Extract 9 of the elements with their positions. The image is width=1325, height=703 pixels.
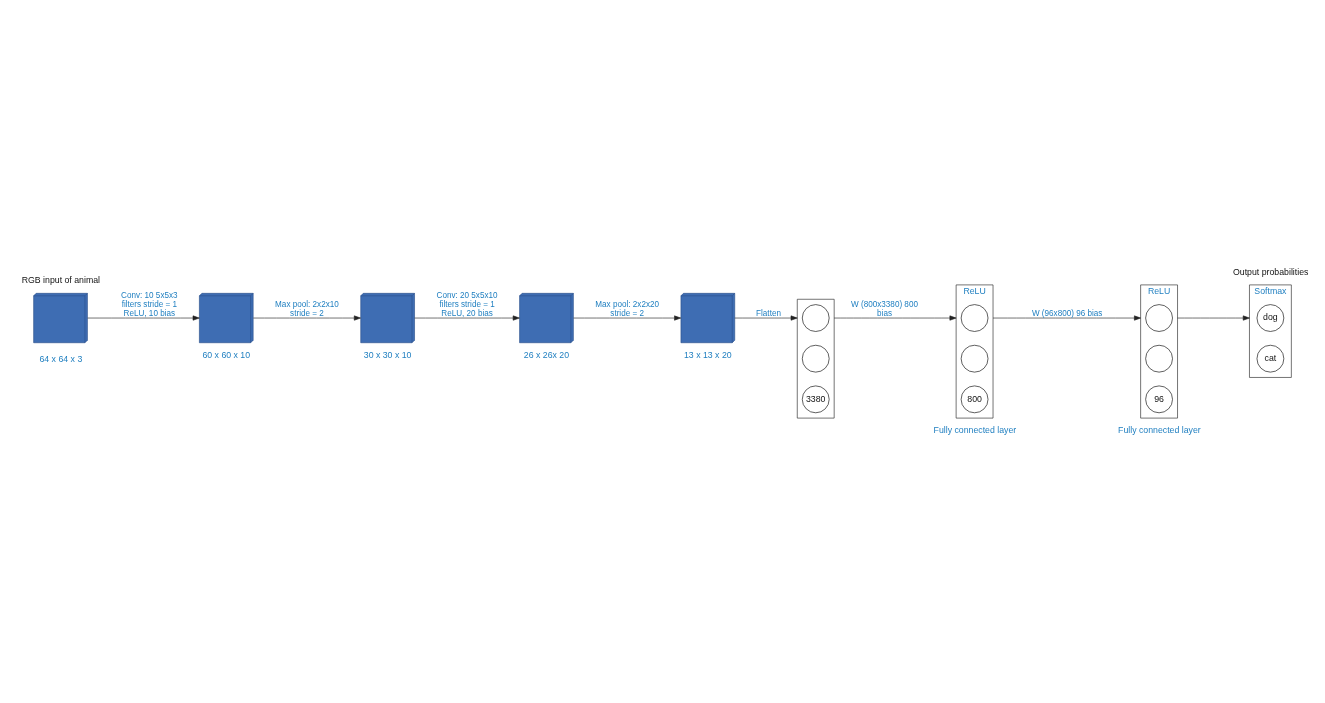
node-label: 64 x 64 x 3 <box>39 353 83 364</box>
node-label: Output probabilities <box>1233 267 1309 278</box>
node-label: 60 x 60 x 10 <box>202 349 251 360</box>
node-label: 26 x 26x 20 <box>523 349 570 360</box>
node-label: Fully connected layer <box>1118 424 1201 435</box>
node-label: RGB input of animal <box>21 275 100 286</box>
node-label: Fully connected layer <box>933 424 1017 435</box>
node-label: 30 x 30 x 10 <box>363 349 412 360</box>
node-label: 13 x 13 x 20 <box>684 349 732 360</box>
